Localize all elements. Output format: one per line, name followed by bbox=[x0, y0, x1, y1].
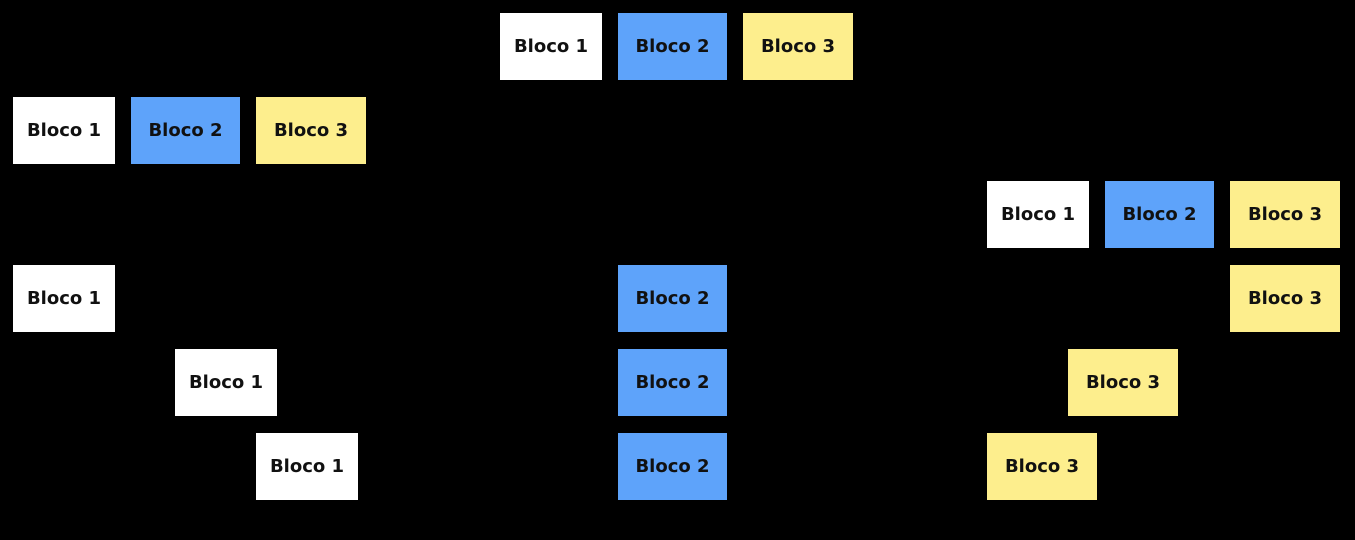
block-1: Bloco 1 bbox=[13, 265, 115, 332]
block-3: Bloco 3 bbox=[256, 97, 366, 164]
block-2: Bloco 2 bbox=[618, 265, 727, 332]
block-1: Bloco 1 bbox=[13, 97, 115, 164]
block-3: Bloco 3 bbox=[743, 13, 853, 80]
block-1: Bloco 1 bbox=[256, 433, 358, 500]
block-2: Bloco 2 bbox=[618, 349, 727, 416]
block-2: Bloco 2 bbox=[618, 433, 727, 500]
block-1: Bloco 1 bbox=[500, 13, 602, 80]
block-1: Bloco 1 bbox=[987, 181, 1089, 248]
block-3: Bloco 3 bbox=[1230, 181, 1340, 248]
block-2: Bloco 2 bbox=[131, 97, 240, 164]
block-3: Bloco 3 bbox=[1230, 265, 1340, 332]
block-2: Bloco 2 bbox=[1105, 181, 1214, 248]
block-3: Bloco 3 bbox=[1068, 349, 1178, 416]
block-2: Bloco 2 bbox=[618, 13, 727, 80]
block-3: Bloco 3 bbox=[987, 433, 1097, 500]
block-1: Bloco 1 bbox=[175, 349, 277, 416]
